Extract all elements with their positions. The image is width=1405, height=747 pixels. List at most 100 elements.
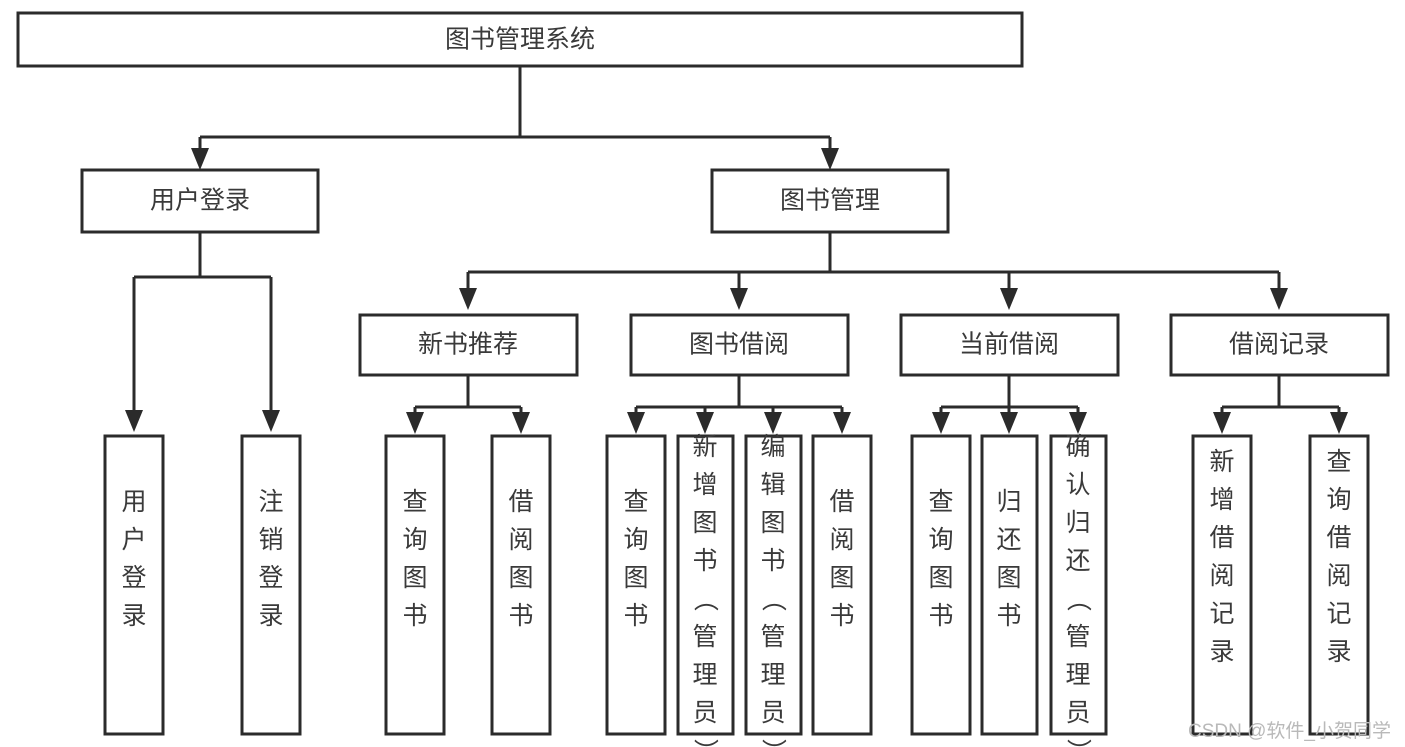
svg-text:阅: 阅 bbox=[508, 526, 533, 554]
node-leaf-borrow-book-2-box[interactable] bbox=[811, 434, 873, 736]
node-borrow-record[interactable]: 借阅记录 bbox=[1169, 313, 1390, 377]
arrow-to-leaf-borrow-book-2 bbox=[833, 412, 851, 434]
node-leaf-query-book-2-box[interactable] bbox=[605, 434, 667, 736]
svg-text:查: 查 bbox=[928, 488, 953, 516]
node-leaf-logout-login-box[interactable] bbox=[240, 434, 302, 736]
arrow-to-new-book-recommend bbox=[459, 288, 477, 310]
node-leaf-borrow-book-1-box[interactable] bbox=[490, 434, 552, 736]
svg-text:借: 借 bbox=[829, 488, 854, 516]
node-current-borrow[interactable]: 当前借阅 bbox=[899, 313, 1120, 377]
node-root-label: 图书管理系统 bbox=[445, 26, 595, 54]
svg-text:书: 书 bbox=[508, 602, 533, 630]
svg-text:用: 用 bbox=[121, 488, 146, 516]
connector-borrow-record-bus bbox=[1220, 375, 1341, 414]
svg-text:书: 书 bbox=[996, 602, 1021, 630]
arrow-to-user-login bbox=[191, 148, 209, 170]
node-leaf-user-login[interactable]: 用户登录 bbox=[103, 434, 165, 736]
svg-text:）: ） bbox=[691, 738, 719, 747]
connectors-layer bbox=[125, 66, 1348, 434]
node-book-management[interactable]: 图书管理 bbox=[710, 168, 950, 234]
node-user-login-box[interactable] bbox=[80, 168, 320, 234]
node-book-borrow[interactable]: 图书借阅 bbox=[629, 313, 850, 377]
svg-text:员: 员 bbox=[760, 699, 785, 727]
svg-text:员: 员 bbox=[1065, 699, 1090, 727]
node-leaf-query-book-1-box[interactable] bbox=[384, 434, 446, 736]
arrow-to-book-management bbox=[821, 148, 839, 170]
svg-text:确: 确 bbox=[1065, 433, 1090, 461]
svg-text:新: 新 bbox=[692, 433, 717, 461]
svg-text:）: ） bbox=[1064, 738, 1092, 747]
node-book-management-label: 图书管理 bbox=[780, 187, 880, 215]
svg-text:图: 图 bbox=[996, 564, 1021, 592]
arrow-to-borrow-record bbox=[1270, 288, 1288, 310]
svg-text:（: （ bbox=[691, 586, 719, 611]
svg-text:登: 登 bbox=[121, 564, 146, 592]
arrow-to-leaf-return-book bbox=[1000, 412, 1018, 434]
node-new-book-recommend-box[interactable] bbox=[358, 313, 579, 377]
svg-text:图: 图 bbox=[508, 564, 533, 592]
node-root-box[interactable] bbox=[16, 11, 1024, 68]
svg-text:图: 图 bbox=[829, 564, 854, 592]
svg-text:录: 录 bbox=[121, 602, 146, 630]
node-leaf-confirm-return-box[interactable] bbox=[1049, 434, 1108, 736]
svg-text:阅: 阅 bbox=[829, 526, 854, 554]
arrow-to-leaf-query-book-1 bbox=[406, 412, 424, 434]
node-book-management-box[interactable] bbox=[710, 168, 950, 234]
svg-text:注: 注 bbox=[258, 488, 283, 516]
svg-text:询: 询 bbox=[1326, 486, 1351, 514]
arrow-to-leaf-logout-login bbox=[262, 410, 280, 432]
node-leaf-query-book-3-box[interactable] bbox=[910, 434, 972, 736]
svg-text:管: 管 bbox=[692, 623, 717, 651]
node-current-borrow-box[interactable] bbox=[899, 313, 1120, 377]
node-root[interactable]: 图书管理系统 bbox=[16, 11, 1024, 68]
svg-text:员: 员 bbox=[692, 699, 717, 727]
svg-text:记: 记 bbox=[1209, 600, 1234, 628]
svg-text:理: 理 bbox=[692, 661, 717, 689]
arrow-to-leaf-confirm-return bbox=[1069, 412, 1087, 434]
svg-text:书: 书 bbox=[928, 602, 953, 630]
node-leaf-return-book-box[interactable] bbox=[980, 434, 1039, 736]
svg-text:管: 管 bbox=[760, 623, 785, 651]
node-leaf-add-book-box[interactable] bbox=[676, 434, 735, 736]
node-user-login[interactable]: 用户登录 bbox=[80, 168, 320, 234]
node-borrow-record-box[interactable] bbox=[1169, 313, 1390, 377]
node-leaf-edit-book-box[interactable] bbox=[744, 434, 803, 736]
svg-text:认: 认 bbox=[1065, 471, 1090, 499]
svg-text:户: 户 bbox=[121, 526, 146, 554]
node-book-borrow-box[interactable] bbox=[629, 313, 850, 377]
connector-book-management-bus bbox=[466, 232, 1281, 290]
node-leaf-user-login-box[interactable] bbox=[103, 434, 165, 736]
svg-text:图: 图 bbox=[692, 509, 717, 537]
node-leaf-add-record-box[interactable] bbox=[1191, 434, 1253, 736]
connector-book-borrow-bus bbox=[634, 375, 844, 414]
watermark-text: CSDN @软件_小贺同学 bbox=[1188, 721, 1391, 742]
svg-text:（: （ bbox=[759, 586, 787, 611]
svg-text:查: 查 bbox=[1326, 448, 1351, 476]
node-new-book-recommend[interactable]: 新书推荐 bbox=[358, 313, 579, 377]
svg-text:书: 书 bbox=[829, 602, 854, 630]
svg-text:辑: 辑 bbox=[760, 471, 785, 499]
svg-text:图: 图 bbox=[623, 564, 648, 592]
node-leaf-query-record-box[interactable] bbox=[1308, 434, 1370, 736]
svg-text:阅: 阅 bbox=[1326, 562, 1351, 590]
svg-text:图: 图 bbox=[928, 564, 953, 592]
